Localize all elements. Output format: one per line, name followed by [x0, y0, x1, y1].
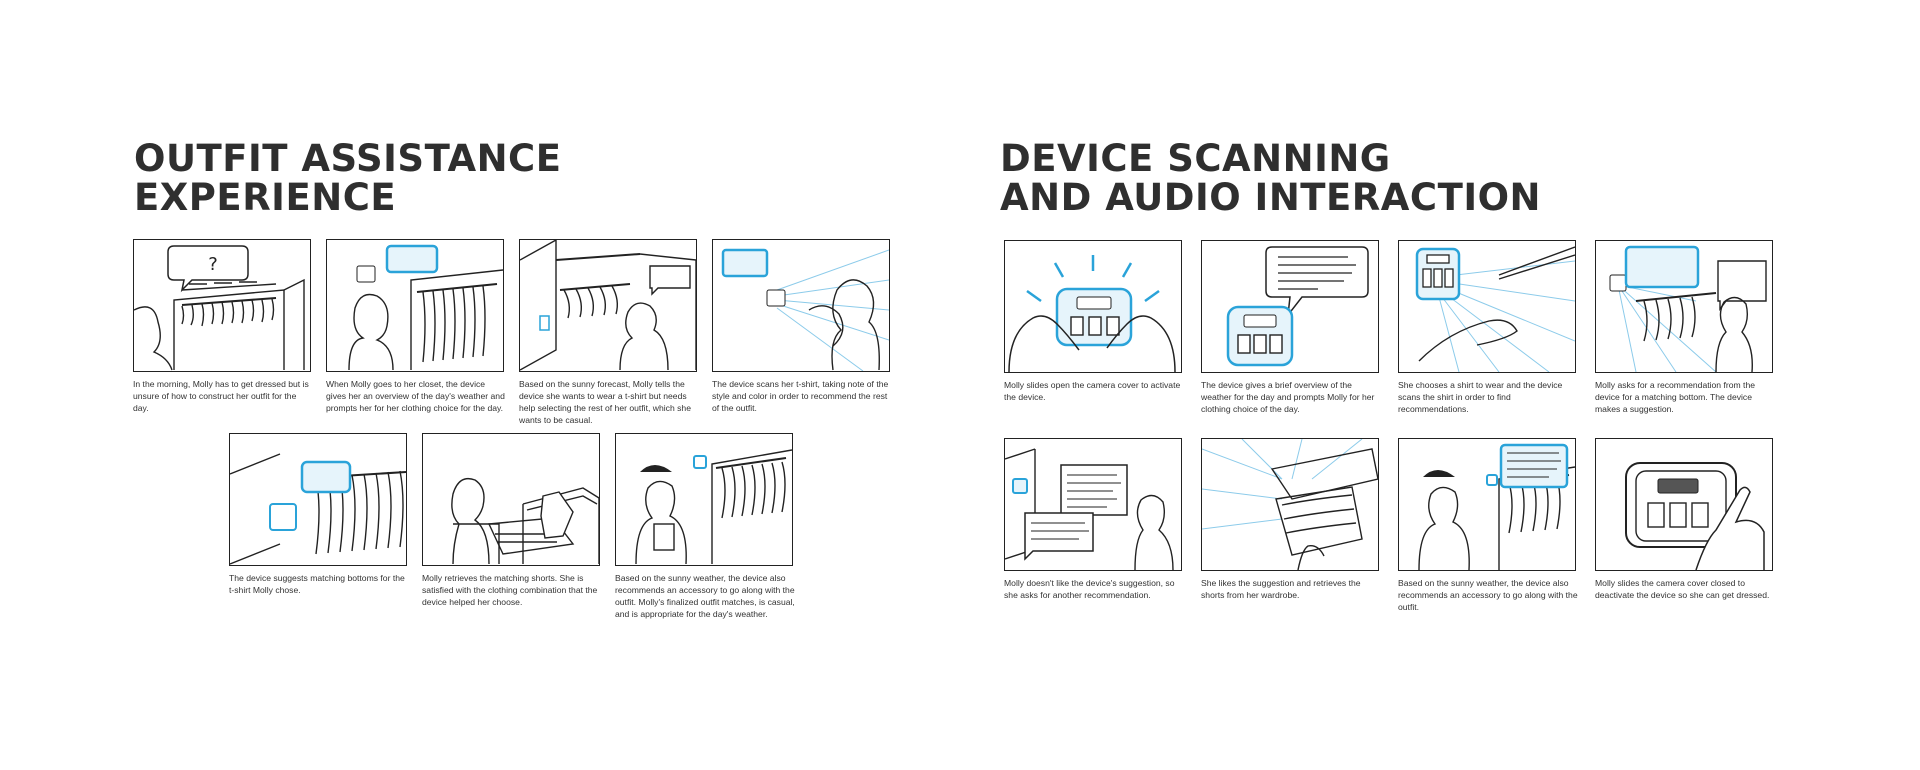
device-icon — [539, 315, 550, 331]
panel-caption: Based on the sunny weather, the device a… — [615, 573, 795, 619]
bubble-question-mark: ? — [208, 254, 218, 275]
sketch-frame — [1595, 240, 1773, 373]
storyboard-panel: Molly slides the camera cover closed to … — [1595, 438, 1773, 601]
storyboard-panel: ? In the morning, Molly has to get dress… — [133, 239, 311, 414]
storyboard-panel: When Molly goes to her closet, the devic… — [326, 239, 505, 414]
panel-caption: The device suggests matching bottoms for… — [229, 573, 405, 595]
panel-caption: Molly asks for a recommendation from the… — [1595, 380, 1755, 414]
speech-bubble — [1024, 512, 1094, 561]
storyboard-panel: Molly doesn't like the device's suggesti… — [1004, 438, 1182, 601]
sketch-frame: ? — [133, 239, 311, 372]
device-icon — [356, 265, 376, 283]
hat-icon — [640, 465, 672, 472]
device-icon — [269, 503, 297, 531]
shirt-icon — [540, 491, 574, 539]
hand-icon — [1695, 486, 1765, 570]
panel-caption: Molly doesn't like the device's suggesti… — [1004, 578, 1175, 600]
speech-bubble — [721, 248, 769, 278]
speech-bubble — [649, 265, 691, 296]
panel-caption: Based on the sunny forecast, Molly tells… — [519, 379, 691, 425]
panel-caption: When Molly goes to her closet, the devic… — [326, 379, 505, 413]
panel-caption: Molly slides the camera cover closed to … — [1595, 578, 1770, 600]
device-icon — [693, 455, 707, 469]
panel-caption: Based on the sunny weather, the device a… — [1398, 578, 1578, 612]
storyboard-panel: Based on the sunny weather, the device a… — [615, 433, 795, 620]
sketch-frame — [326, 239, 504, 372]
sketch-frame — [615, 433, 793, 566]
speech-bubble — [1624, 245, 1700, 289]
sketch-frame — [712, 239, 890, 372]
sketch-frame — [1201, 438, 1379, 571]
panel-caption: She likes the suggestion and retrieves t… — [1201, 578, 1361, 600]
right-section-title: DEVICE SCANNING AND AUDIO INTERACTION — [1000, 137, 1542, 219]
sketch-frame — [519, 239, 697, 372]
device-icon — [766, 289, 786, 307]
storyboard-panel: The device gives a brief overview of the… — [1201, 240, 1379, 415]
sketch-frame — [1004, 240, 1182, 373]
left-section-title: OUTFIT ASSISTANCE EXPERIENCE — [134, 137, 562, 219]
panel-caption: She chooses a shirt to wear and the devi… — [1398, 380, 1563, 414]
panel-caption: The device scans her t-shirt, taking not… — [712, 379, 889, 413]
storyboard-panel: Molly slides open the camera cover to ac… — [1004, 240, 1182, 403]
device-icon — [1486, 474, 1498, 486]
device-icon — [1609, 274, 1627, 292]
storyboard-panel: Molly asks for a recommendation from the… — [1595, 240, 1773, 415]
panel-caption: In the morning, Molly has to get dressed… — [133, 379, 309, 413]
speech-bubble — [300, 460, 352, 494]
sketch-frame — [1398, 438, 1576, 571]
storyboard-panel: She likes the suggestion and retrieves t… — [1201, 438, 1379, 601]
sketch-frame — [422, 433, 600, 566]
closet-sketch: ? — [134, 245, 305, 371]
hat-icon — [1423, 470, 1455, 477]
storyboard-panel: Molly retrieves the matching shorts. She… — [422, 433, 600, 608]
sketch-frame — [1595, 438, 1773, 571]
storyboard-panel: She chooses a shirt to wear and the devi… — [1398, 240, 1576, 415]
storyboard-panel: Based on the sunny forecast, Molly tells… — [519, 239, 697, 426]
storyboard-panel: Based on the sunny weather, the device a… — [1398, 438, 1578, 613]
sketch-frame — [1201, 240, 1379, 373]
storyboard-panel: The device scans her t-shirt, taking not… — [712, 239, 890, 414]
sketch-frame — [1004, 438, 1182, 571]
panel-caption: The device gives a brief overview of the… — [1201, 380, 1375, 414]
speech-bubble — [1499, 443, 1569, 489]
storyboard-panel: The device suggests matching bottoms for… — [229, 433, 407, 596]
panel-caption: Molly retrieves the matching shorts. She… — [422, 573, 598, 607]
speech-bubble — [385, 244, 439, 274]
sketch-frame — [1398, 240, 1576, 373]
device-icon — [1012, 478, 1028, 494]
panel-caption: Molly slides open the camera cover to ac… — [1004, 380, 1181, 402]
sketch-frame — [229, 433, 407, 566]
